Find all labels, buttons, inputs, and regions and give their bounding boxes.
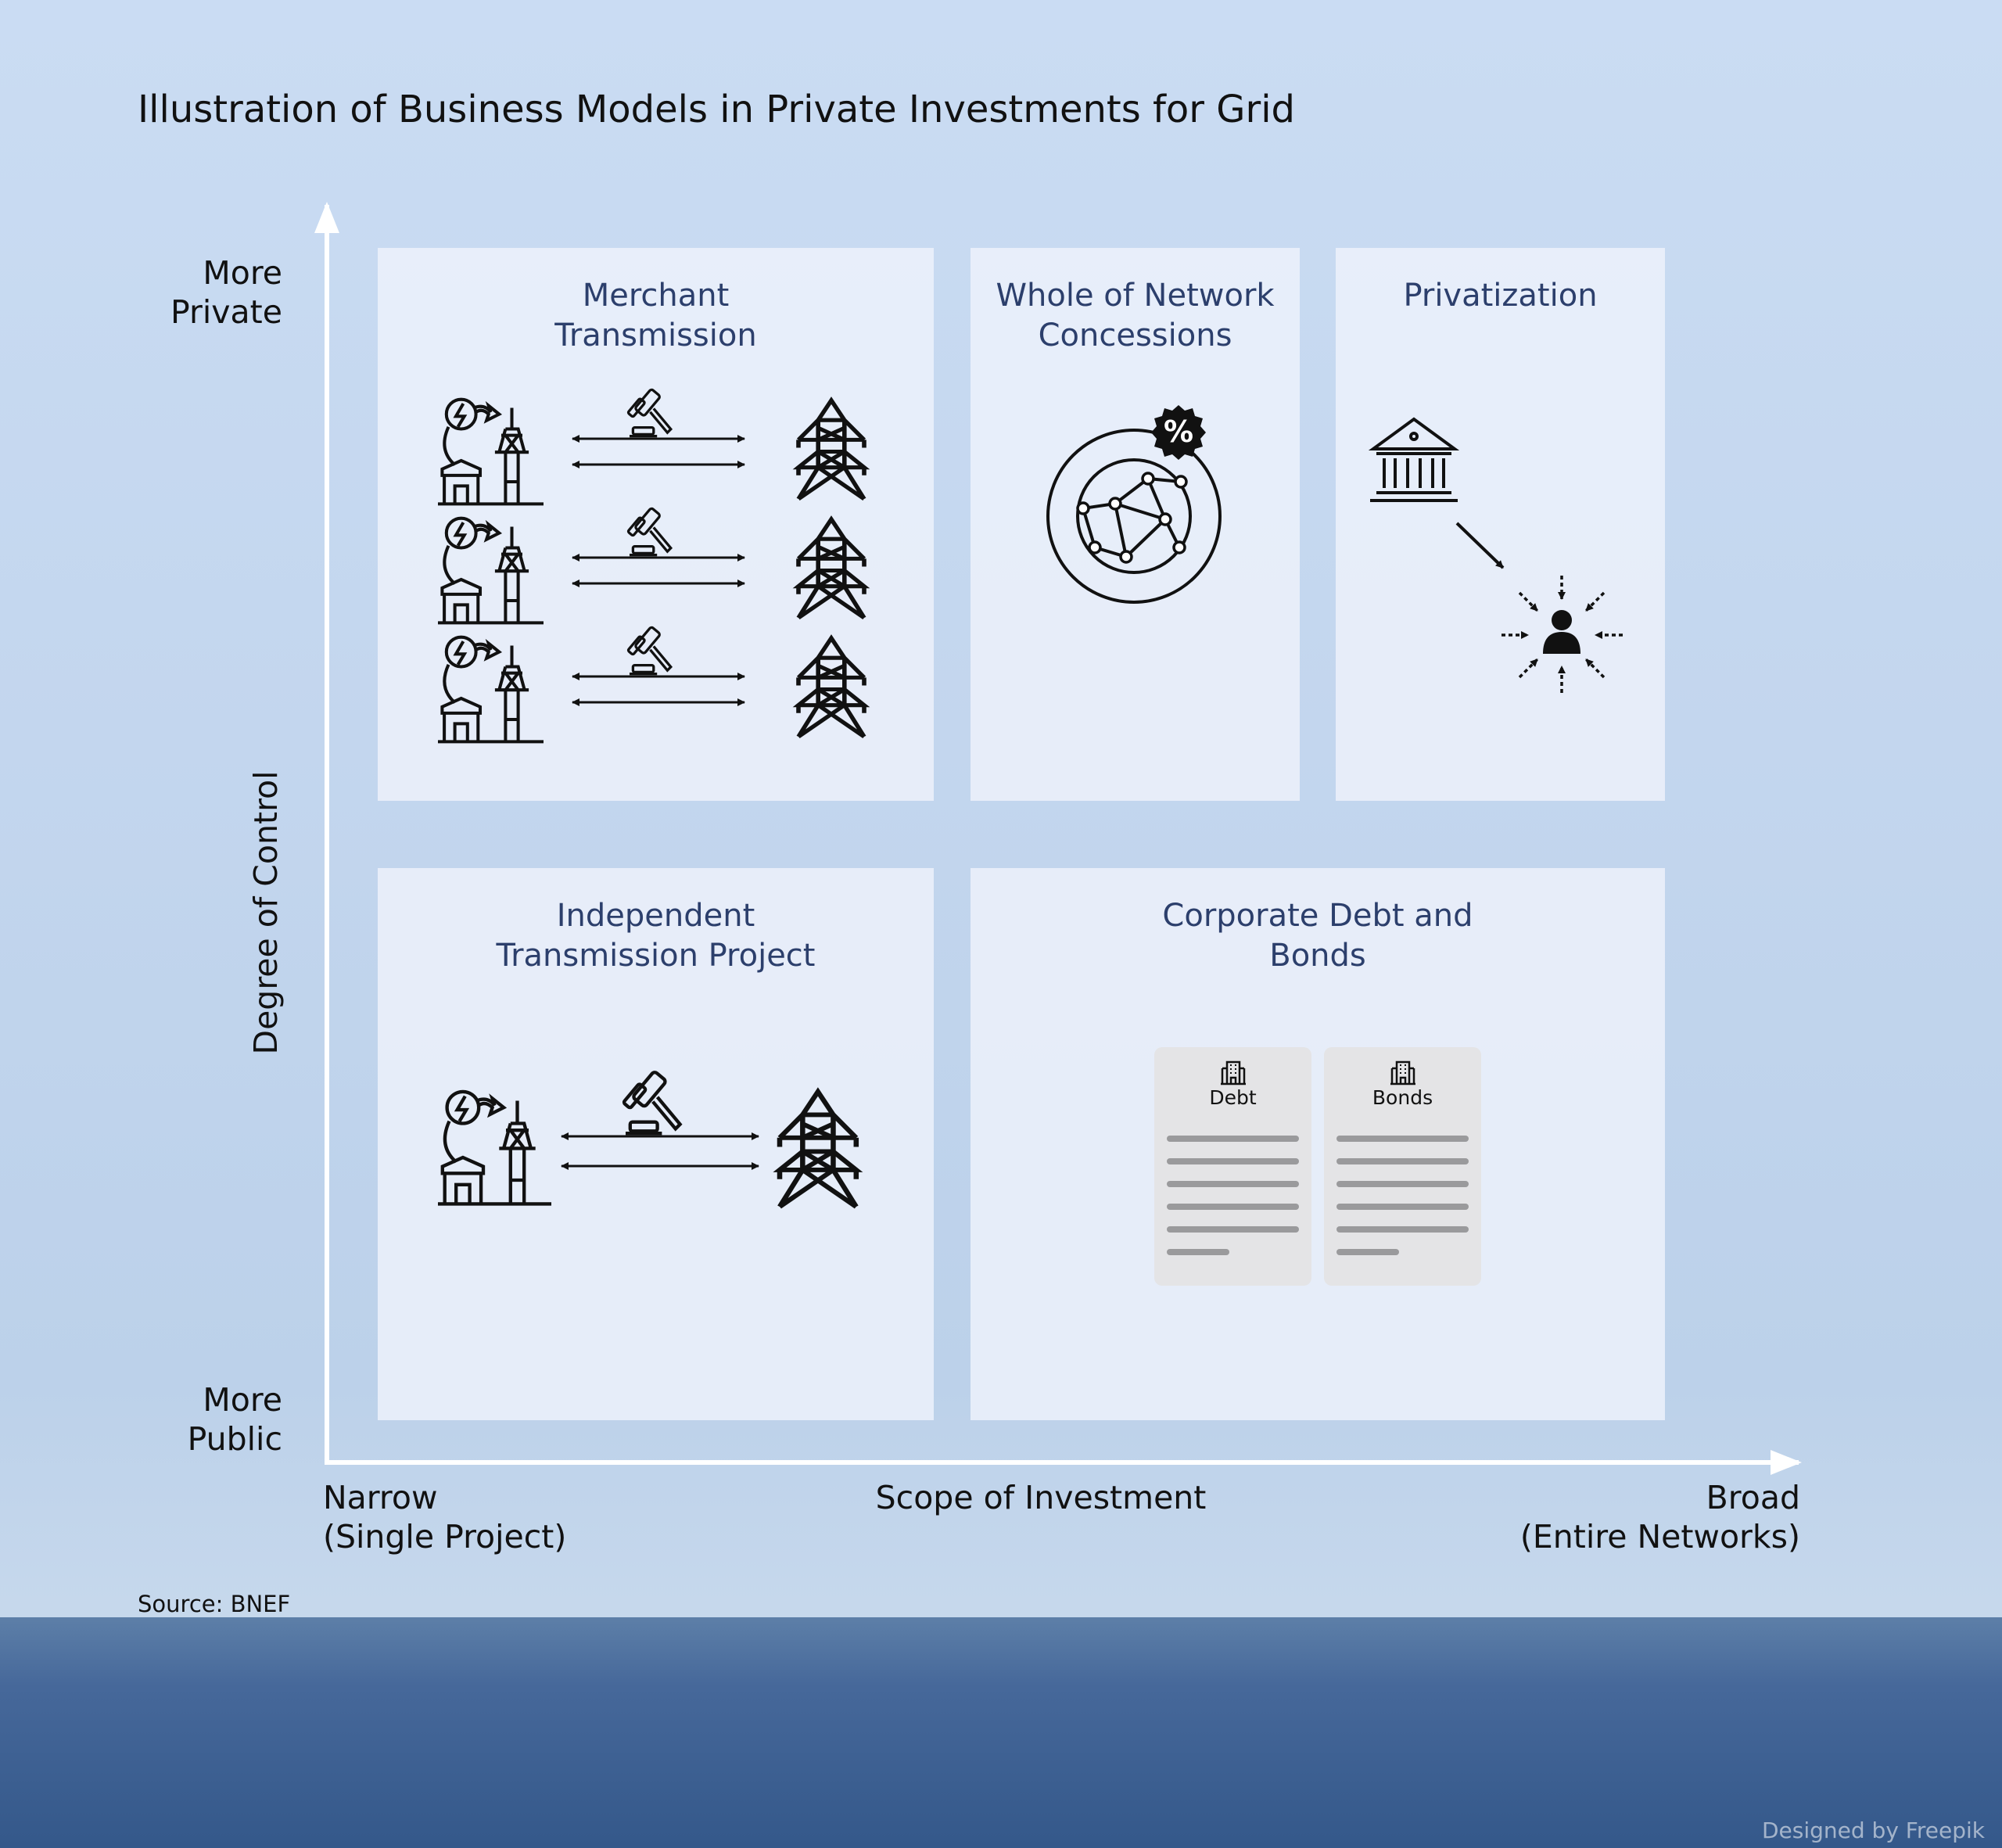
gavel-icon [626,387,673,438]
text-line [1336,1249,1399,1255]
independent-row [438,1071,856,1207]
transmission-tower-icon [798,638,864,737]
label-line: (Single Project) [323,1518,567,1556]
label-line: More [203,254,282,292]
bonds-card: Bonds [1324,1047,1481,1286]
debt-label: Debt [1209,1086,1257,1109]
person-focus-icon [1502,576,1623,693]
label-line: More [203,1381,282,1419]
box-privatization: Privatization [1336,248,1665,801]
power-plant-icon [438,1092,551,1204]
gavel-icon [626,625,673,676]
bank-icon [1368,417,1460,502]
merchant-row [438,387,864,504]
power-plant-icon [438,400,544,504]
x-right-label: Broad(Entire Networks) [1520,1478,1800,1556]
power-plant-icon [438,519,544,623]
box-title-line: Transmission [554,318,757,353]
source-note: Source: BNEF [138,1591,291,1617]
building-icon [1389,1060,1417,1085]
text-line [1167,1181,1299,1187]
building-icon [1219,1060,1247,1085]
label-line: Broad [1706,1479,1800,1516]
badge-text: % [1164,414,1193,449]
sea-background [0,1617,2002,1848]
text-line [1167,1136,1299,1142]
merchant-row [438,625,864,742]
box-title-line: Transmission Project [496,938,816,974]
box-title-line: Independent [556,898,755,934]
box-title-line: Bonds [1269,938,1366,974]
box-title-line: Privatization [1403,278,1598,314]
text-line [1336,1136,1469,1142]
label-line: Public [187,1420,282,1458]
globe-network-icon [1046,429,1222,604]
debt-card: Debt [1154,1047,1311,1286]
label-line: Private [170,293,282,331]
x-left-label: Narrow(Single Project) [323,1478,566,1556]
text-line [1336,1181,1469,1187]
page-title: Illustration of Business Models in Priva… [138,88,1296,131]
text-line [1336,1158,1469,1164]
transmission-tower-icon [798,519,864,618]
label-line: (Entire Networks) [1519,1518,1800,1556]
power-plant-icon [438,637,544,742]
x-axis-title: Scope of Investment [875,1479,1207,1516]
credit-note: Designed by Freepik [1761,1817,1985,1843]
gavel-icon [626,506,673,557]
box-title-line: Merchant [582,278,730,314]
gavel-icon [623,1071,680,1133]
transmission-tower-icon [798,400,864,499]
box-title-line: Concessions [1038,318,1232,353]
arrow-icon [1455,522,1505,569]
transmission-tower-icon [780,1092,856,1207]
box-title-line: Corporate Debt and [1162,898,1473,934]
text-line [1167,1158,1299,1164]
text-line [1336,1204,1469,1210]
text-line [1336,1226,1469,1233]
merchant-row [438,506,864,623]
label-line: Narrow [323,1479,438,1516]
text-line [1167,1226,1299,1233]
text-line [1167,1204,1299,1210]
text-line [1167,1249,1229,1255]
box-title-line: Whole of Network [996,278,1275,314]
bonds-label: Bonds [1372,1086,1433,1109]
percent-badge-icon: % [1151,405,1206,460]
